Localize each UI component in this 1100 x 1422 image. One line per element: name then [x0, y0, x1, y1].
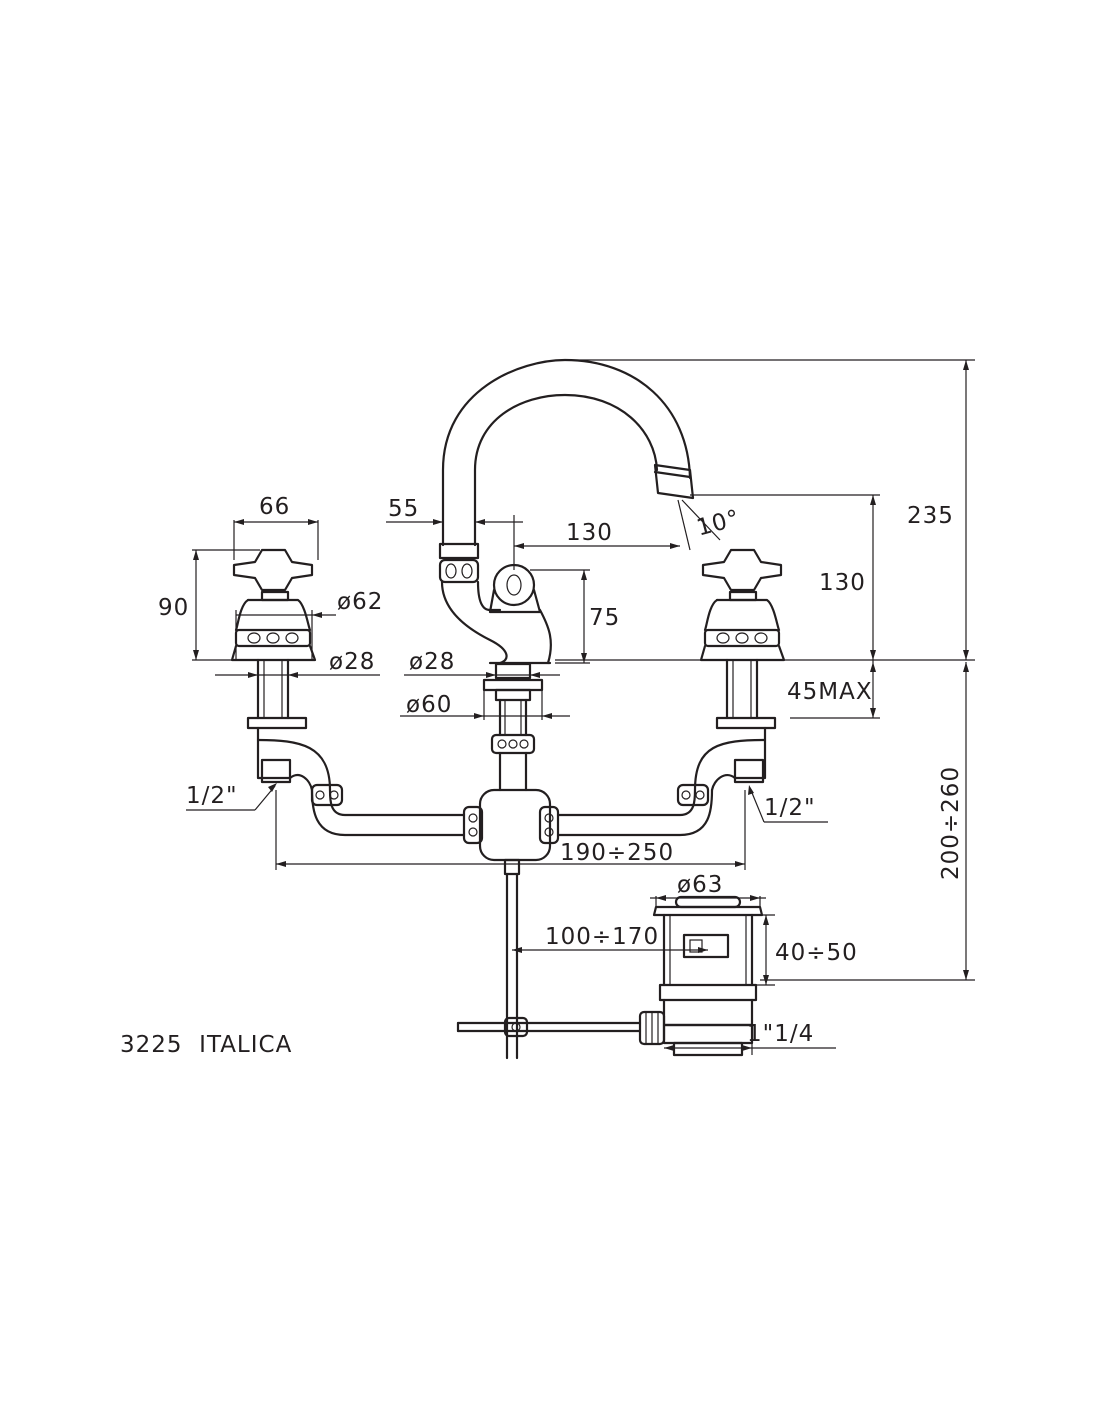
dim-base-diameter-left: ø62 [337, 589, 383, 615]
dim-stem-diameter-left: ø28 [329, 649, 375, 675]
dim-waste-offset: 100÷170 [545, 924, 659, 950]
dimension-lines [186, 359, 975, 1055]
dim-spout-height: 130 [819, 570, 866, 596]
dim-inlet-right: 1/2" [764, 795, 816, 821]
dim-waste-thread: 1"1/4 [747, 1021, 814, 1047]
dim-spout-offset: 55 [388, 496, 419, 522]
dim-overall-height: 235 [907, 503, 954, 529]
dim-below-deck-height: 200÷260 [938, 766, 964, 880]
spout-stem [482, 662, 544, 792]
dim-inlet-left: 1/2" [186, 783, 238, 809]
dim-spout-angle: 10° [694, 505, 743, 541]
drawing-caption: 3225 ITALICA [120, 1032, 292, 1058]
right-tap [676, 548, 786, 807]
dim-waste-diameter: ø63 [677, 872, 723, 898]
spout [438, 358, 695, 665]
dim-body-height: 75 [589, 605, 620, 631]
dimension-labels: 66 90 ø62 ø28 55 130 10° 235 130 75 ø28 … [120, 494, 964, 1058]
mixer-body [310, 788, 714, 1060]
dim-waste-height: 40÷50 [775, 940, 858, 966]
dim-tap-spacing: 190÷250 [560, 840, 674, 866]
dim-spout-stem-diameter: ø28 [409, 649, 455, 675]
dim-deck-thickness: 45MAX [787, 679, 873, 705]
dim-spout-reach: 130 [566, 520, 613, 546]
dim-handle-width: 66 [259, 494, 290, 520]
dim-handle-height: 90 [158, 595, 189, 621]
waste-assembly [456, 895, 764, 1057]
dim-spout-flange-diameter: ø60 [406, 692, 452, 718]
